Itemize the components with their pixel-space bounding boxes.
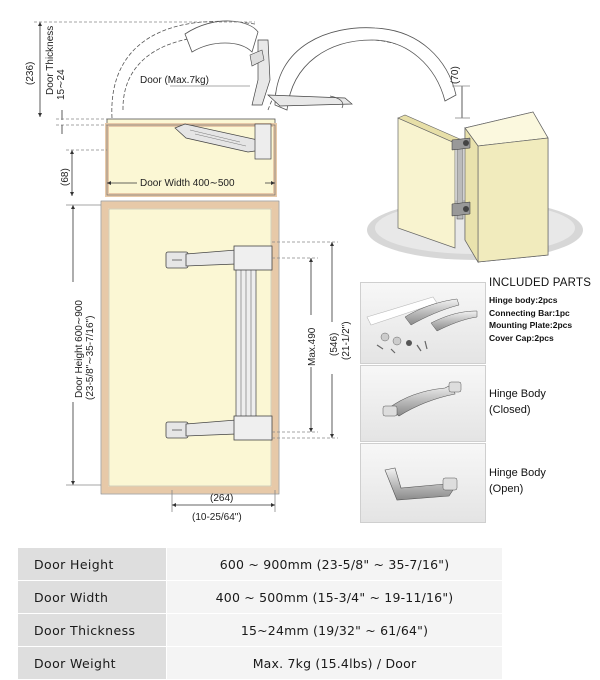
spec-table: Door Height 600 ~ 900mm (23-5/8" ~ 35-7/… — [18, 548, 502, 680]
front-view — [66, 200, 338, 512]
spec-label: Door Width — [18, 580, 167, 614]
hinge-open-title: Hinge Body — [489, 467, 546, 479]
door-max-label: Door (Max.7kg) — [140, 75, 209, 86]
cabinet-3d-illustration — [367, 111, 583, 264]
technical-diagram: (236) Door Thickness 15∼24 Door (Max.7kg… — [25, 20, 583, 523]
photo-hinge-closed — [360, 365, 486, 442]
part-item: Hinge body:2pcs — [489, 295, 558, 305]
hinge-closed-caption: Hinge Body (Closed) — [489, 386, 546, 418]
door-height-inch-label: (23-5/8"∼35-7/16") — [85, 316, 96, 400]
spec-value: 15~24mm (19/32" ~ 61/64") — [166, 613, 502, 647]
door-thickness-label: Door Thickness — [45, 26, 56, 95]
dim-70-label: (70) — [450, 66, 461, 84]
dim-236-label: (236) — [25, 62, 36, 85]
included-parts-title: INCLUDED PARTS — [489, 277, 592, 289]
photo-included-parts — [360, 282, 486, 364]
hinge-lower — [165, 415, 273, 441]
spec-value: Max. 7kg (15.4lbs) / Door — [166, 646, 502, 680]
hinge-closed-state: (Closed) — [489, 404, 531, 416]
door-height-label: Door Height 600∼900 — [74, 300, 85, 398]
spec-label: Door Weight — [18, 646, 167, 680]
hinge-upper — [165, 245, 273, 271]
dim-546-label: (546) — [329, 333, 340, 356]
dim-546-inch-label: (21-1/2") — [341, 321, 352, 360]
hinge-open-caption: Hinge Body (Open) — [489, 465, 546, 497]
dim-68-label: (68) — [60, 168, 71, 186]
table-row: Door Width 400 ~ 500mm (15-3/4" ~ 19-11/… — [18, 580, 502, 614]
part-item: Mounting Plate:2pcs — [489, 320, 573, 331]
lifted-door-left — [184, 20, 259, 53]
door-swing-arc-left-outer — [122, 35, 256, 111]
included-parts-list: Hinge body:2pcs Connecting Bar:1pc Mount… — [489, 294, 572, 344]
dim-264-inch-label: (10-25/64") — [192, 512, 242, 523]
table-row: Door Weight Max. 7kg (15.4lbs) / Door — [18, 646, 502, 680]
door-width-label: Door Width 400∼500 — [140, 178, 235, 189]
table-row: Door Height 600 ~ 900mm (23-5/8" ~ 35-7/… — [18, 548, 502, 581]
max-490-label: Max.490 — [307, 327, 318, 366]
dim-264-label: (264) — [210, 493, 233, 504]
photo-hinge-open — [360, 443, 486, 523]
spec-label: Door Height — [18, 548, 167, 581]
spec-value: 400 ~ 500mm (15-3/4" ~ 19-11/16") — [166, 580, 502, 614]
lifted-door-right — [274, 27, 457, 111]
part-item: Connecting Bar:1pc — [489, 307, 570, 318]
spec-value: 600 ~ 900mm (23-5/8" ~ 35-7/16") — [166, 548, 502, 581]
part-item: Cover Cap:2pcs — [489, 332, 554, 343]
table-row: Door Thickness 15~24mm (19/32" ~ 61/64") — [18, 613, 502, 647]
spec-label: Door Thickness — [18, 613, 167, 647]
hinge-open-state: (Open) — [489, 483, 524, 495]
hinge-closed-title: Hinge Body — [489, 388, 546, 400]
thickness-range-label: 15∼24 — [56, 69, 67, 100]
